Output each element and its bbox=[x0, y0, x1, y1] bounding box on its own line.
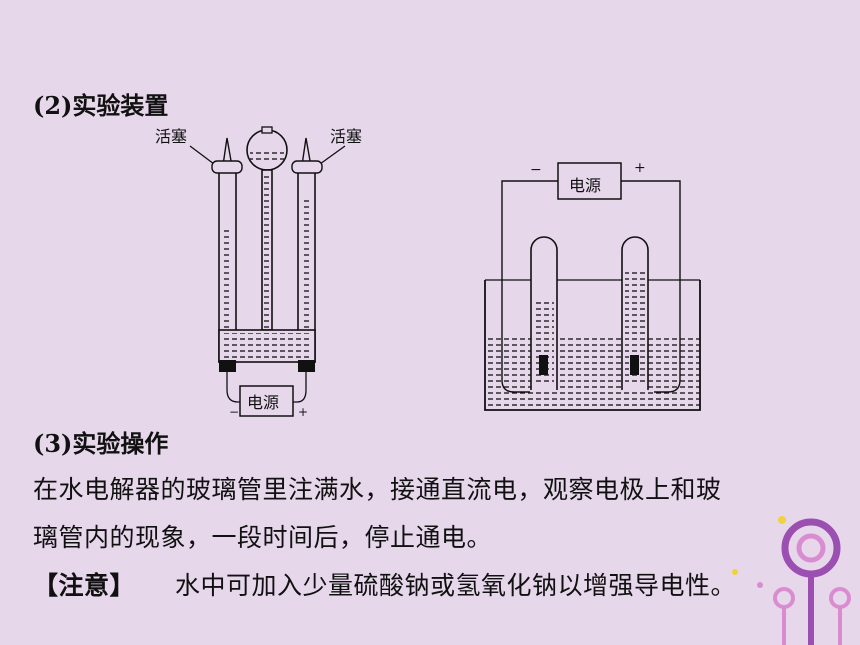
note-label: 【注意】 bbox=[33, 571, 136, 600]
stopcock-left-label: 活塞 bbox=[155, 127, 188, 146]
section-2-title: (2)实验装置 bbox=[33, 91, 169, 120]
beaker-apparatus bbox=[484, 162, 701, 411]
instruction-line-1: 在水电解器的玻璃管里注满水，接通直流电，观察电极上和玻 bbox=[33, 475, 722, 504]
right-tube bbox=[291, 137, 323, 363]
left-plus-label: + bbox=[298, 405, 309, 419]
right-minus-label: − bbox=[530, 162, 542, 178]
note-text: 水中可加入少量硫酸钠或氢氧化钠以增强导电性。 bbox=[175, 571, 737, 600]
left-power-label: 电源 bbox=[247, 393, 280, 412]
reservoir bbox=[246, 126, 288, 331]
stopcock-right-label: 活塞 bbox=[330, 127, 363, 146]
left-tube bbox=[211, 137, 243, 363]
right-power-box bbox=[557, 162, 622, 200]
section-3-title: (3)实验操作 bbox=[33, 429, 169, 458]
left-minus-label: − bbox=[229, 405, 240, 419]
instruction-line-2: 璃管内的现象，一段时间后，停止通电。 bbox=[33, 523, 493, 552]
right-plus-label: + bbox=[634, 160, 646, 176]
left-power-box bbox=[239, 385, 294, 417]
decorative-logo bbox=[732, 516, 851, 645]
right-power-label: 电源 bbox=[569, 176, 602, 195]
